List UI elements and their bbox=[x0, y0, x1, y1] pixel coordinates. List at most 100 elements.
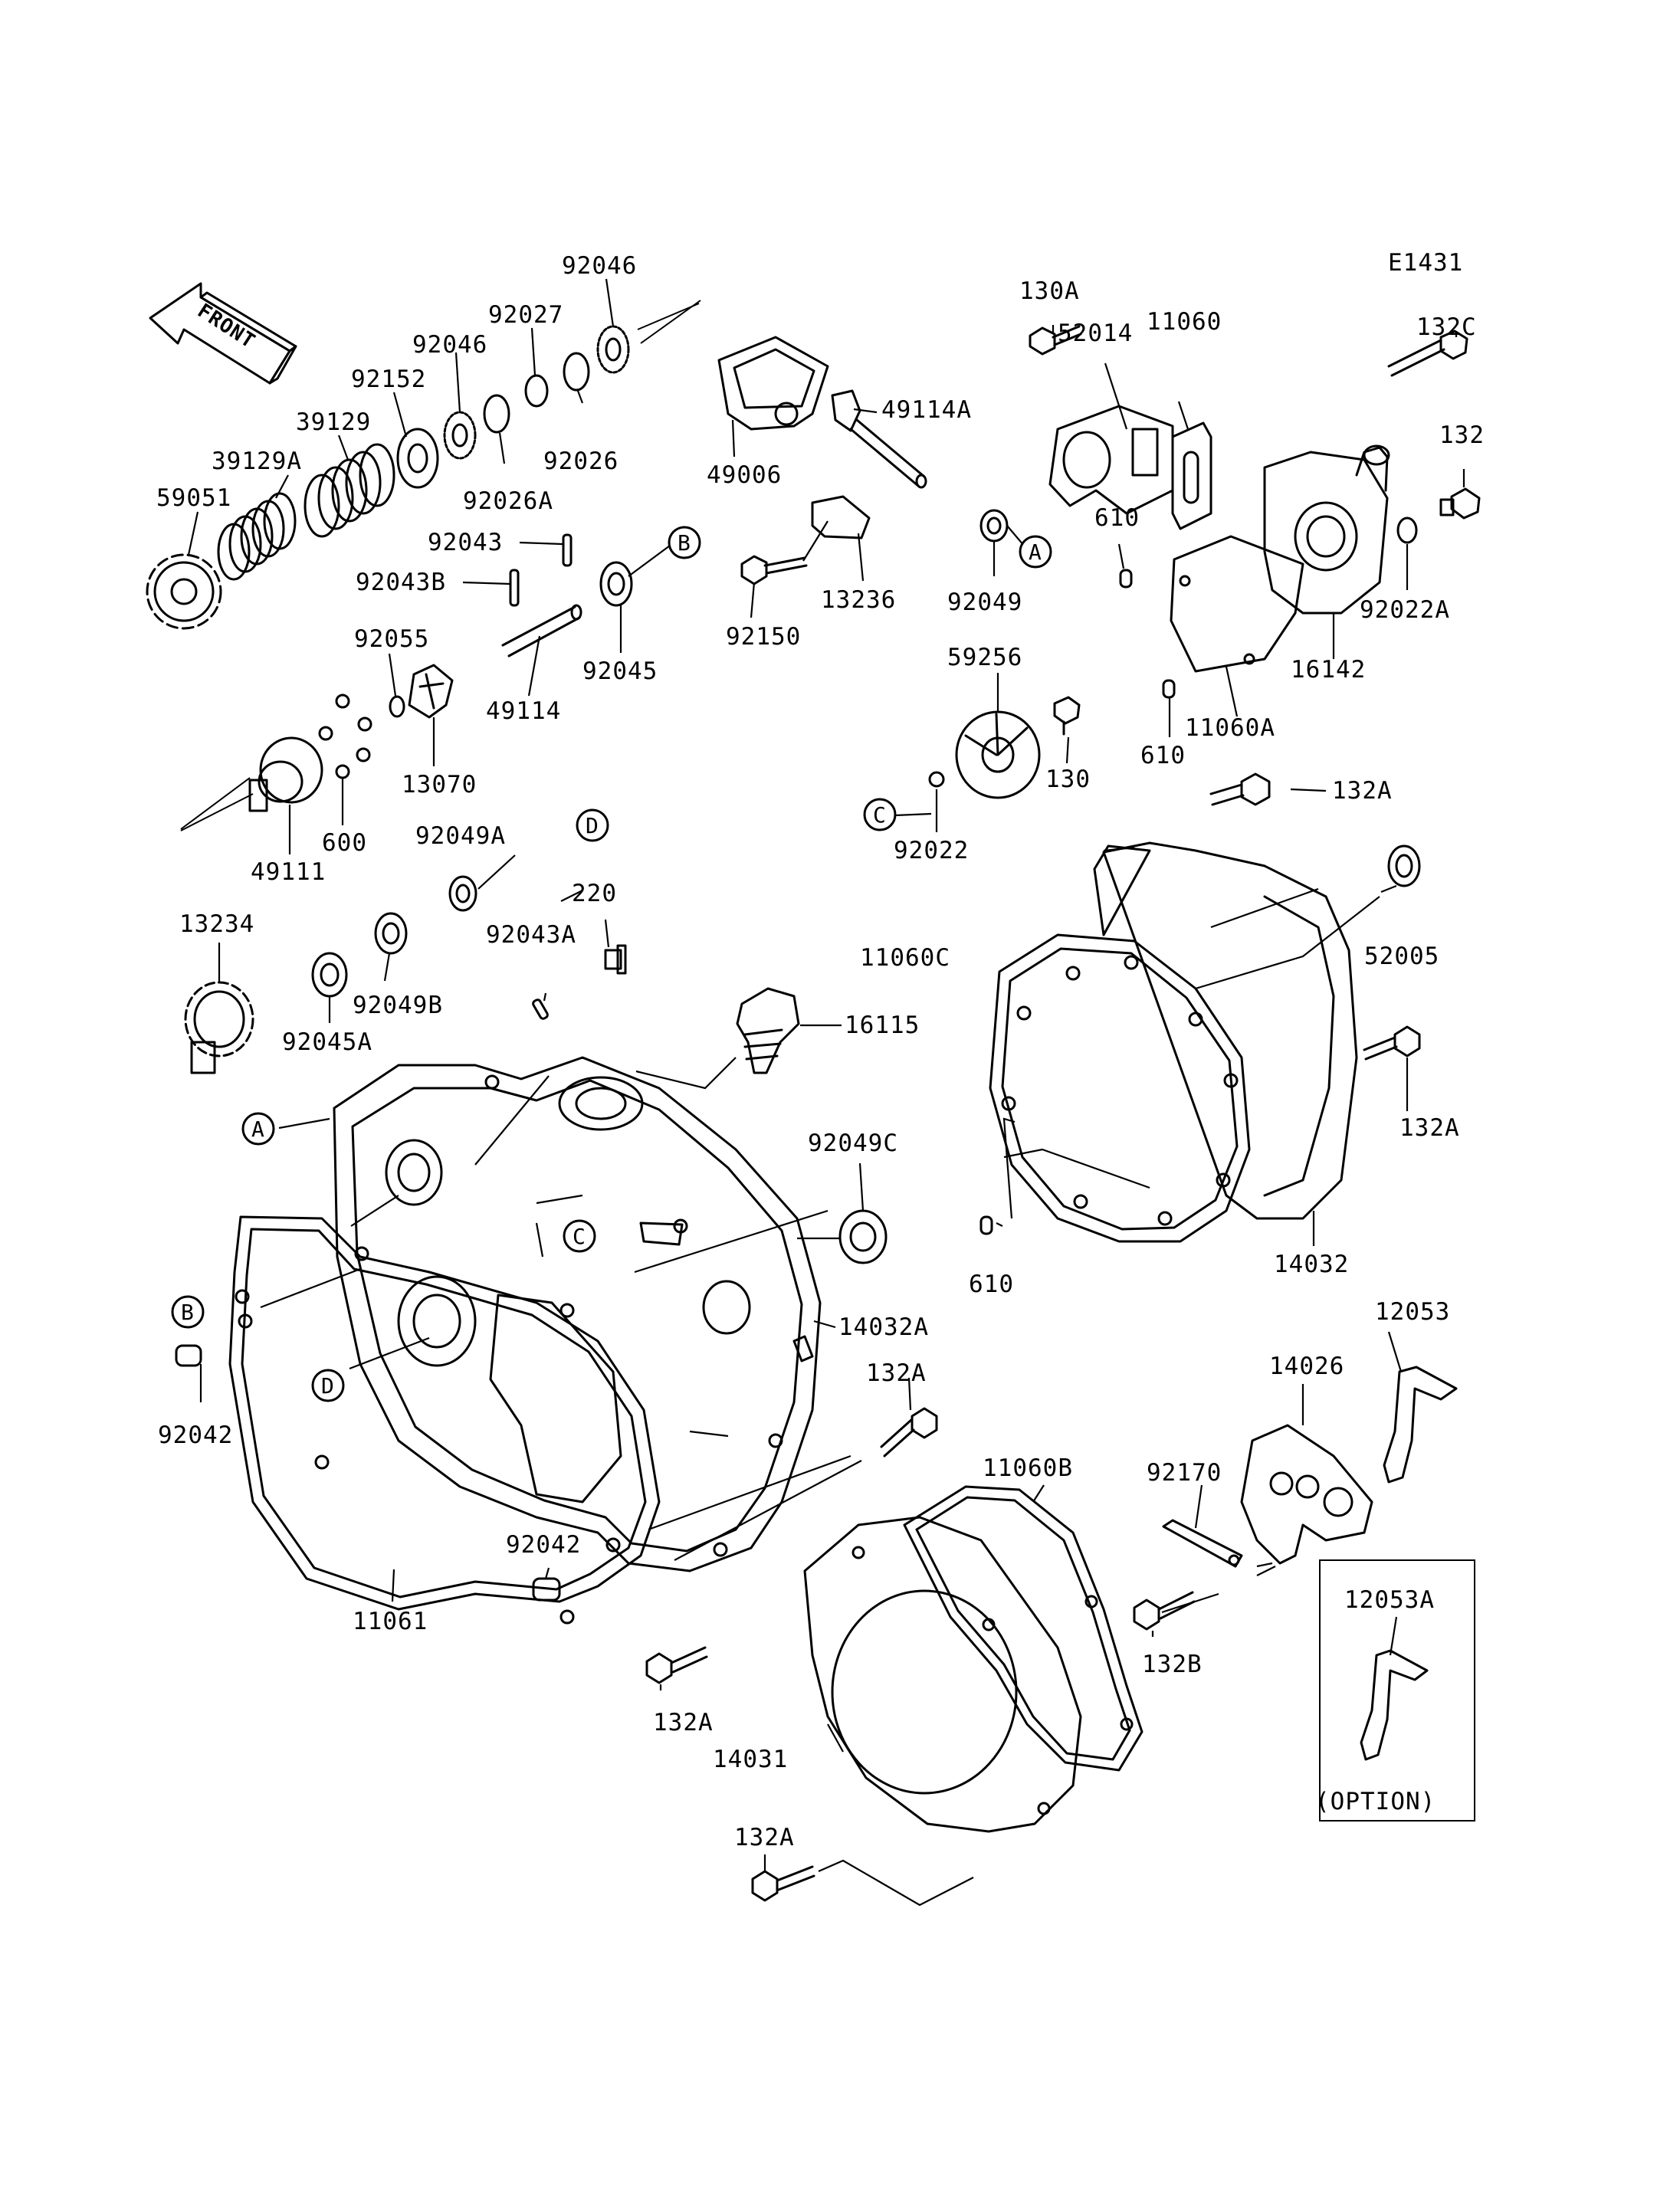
label-14026: 14026 bbox=[1269, 1353, 1344, 1380]
part-14031-generator-cover bbox=[803, 1516, 1082, 1833]
part-92026A-washer bbox=[483, 394, 510, 434]
label-132B: 132B bbox=[1142, 1651, 1203, 1678]
part-14026-bracket bbox=[1240, 1424, 1373, 1565]
label-92042-a: 92042 bbox=[158, 1421, 233, 1449]
ref-marker-A1: A bbox=[1019, 535, 1052, 569]
svg-text:D: D bbox=[586, 813, 599, 838]
label-92043B: 92043B bbox=[356, 569, 446, 596]
part-92049A-seal bbox=[448, 875, 477, 912]
part-16142-pump-cover bbox=[1263, 444, 1390, 615]
label-12053: 12053 bbox=[1375, 1298, 1450, 1326]
label-49006: 49006 bbox=[707, 461, 782, 489]
part-92043-pin bbox=[562, 533, 573, 567]
part-52014-elbow-pipe bbox=[1048, 405, 1174, 515]
label-610-b: 610 bbox=[1140, 742, 1186, 769]
part-92022A-washer bbox=[1396, 516, 1418, 544]
label-59051: 59051 bbox=[156, 484, 231, 512]
part-92055-ring bbox=[389, 695, 405, 718]
label-11061: 11061 bbox=[353, 1608, 428, 1635]
part-92045-bearing bbox=[599, 561, 633, 607]
part-39129A-spring bbox=[217, 492, 297, 581]
part-11060B-gasket bbox=[903, 1485, 1144, 1772]
part-11060-gasket bbox=[1171, 421, 1212, 530]
part-49114A-lever-shaft bbox=[831, 389, 927, 489]
label-92022A: 92022A bbox=[1360, 596, 1450, 624]
part-14032A-crankcase-cover bbox=[333, 1056, 822, 1572]
part-52005-seal bbox=[1387, 844, 1421, 887]
part-11060A-gasket bbox=[1170, 535, 1304, 673]
label-52005: 52005 bbox=[1364, 943, 1439, 970]
svg-text:C: C bbox=[573, 1224, 586, 1249]
ref-marker-D1: D bbox=[576, 808, 609, 842]
label-92027: 92027 bbox=[488, 301, 563, 329]
label-132A-5: 132A bbox=[734, 1824, 795, 1851]
part-92150-bolt bbox=[740, 555, 808, 585]
part-11060C-gasket bbox=[989, 933, 1251, 1243]
label-130: 130 bbox=[1045, 766, 1091, 793]
part-132C-bolt bbox=[1387, 330, 1468, 377]
label-92043: 92043 bbox=[428, 529, 503, 556]
label-49114: 49114 bbox=[486, 697, 561, 725]
label-39129A: 39129A bbox=[212, 448, 302, 475]
part-610-dowel-b bbox=[1162, 679, 1176, 699]
label-92026A: 92026A bbox=[463, 487, 553, 515]
part-92049-seal bbox=[979, 509, 1009, 543]
part-labels: 92046 92027 92046 92152 39129 39129A 590… bbox=[156, 252, 1485, 1851]
part-610-dowel-a bbox=[1119, 569, 1133, 589]
label-16115: 16115 bbox=[845, 1012, 920, 1039]
part-132A-bolt-3 bbox=[880, 1407, 938, 1458]
label-92045A: 92045A bbox=[282, 1028, 372, 1056]
part-92043A-pin bbox=[532, 998, 549, 1020]
part-12053A-lever bbox=[1360, 1649, 1429, 1761]
part-132A-bolt-2 bbox=[1363, 1025, 1421, 1061]
part-49114-shaft bbox=[501, 604, 582, 657]
ref-marker-A2: A bbox=[241, 1112, 275, 1146]
svg-text:B: B bbox=[678, 530, 691, 556]
label-92043A: 92043A bbox=[486, 921, 576, 949]
part-92046-top-bearing bbox=[596, 325, 630, 374]
part-13236-bracket bbox=[811, 495, 871, 539]
label-14032: 14032 bbox=[1274, 1251, 1349, 1278]
label-11060: 11060 bbox=[1147, 308, 1222, 336]
label-92150: 92150 bbox=[726, 623, 801, 651]
part-39129-spring bbox=[304, 443, 395, 538]
svg-text:D: D bbox=[321, 1373, 335, 1399]
label-16142: 16142 bbox=[1291, 656, 1366, 684]
diagram-code: E1431 bbox=[1388, 249, 1463, 277]
part-220-plug bbox=[604, 944, 627, 975]
label-92026: 92026 bbox=[543, 448, 619, 475]
label-13234: 13234 bbox=[179, 910, 254, 938]
label-39129: 39129 bbox=[296, 408, 371, 436]
part-92026-washer bbox=[563, 352, 590, 392]
part-132A-bolt-4 bbox=[645, 1646, 708, 1684]
label-11060B: 11060B bbox=[983, 1454, 1073, 1482]
label-132: 132 bbox=[1439, 421, 1485, 449]
part-14032-clutch-cover bbox=[1093, 841, 1358, 1220]
label-92049C: 92049C bbox=[808, 1130, 898, 1157]
front-arrow-icon: FRONT bbox=[149, 282, 297, 385]
part-130A-bolt bbox=[1029, 325, 1082, 356]
part-13234-gear bbox=[184, 981, 254, 1074]
label-132A-2: 132A bbox=[1399, 1114, 1460, 1142]
part-16115-dipstick bbox=[736, 987, 800, 1074]
label-92049: 92049 bbox=[947, 589, 1022, 616]
label-610-a: 610 bbox=[1094, 504, 1140, 532]
ref-marker-C2: C bbox=[563, 1219, 596, 1253]
label-14031: 14031 bbox=[713, 1746, 788, 1773]
label-132A-1: 132A bbox=[1332, 777, 1393, 805]
part-610-dowel-c bbox=[979, 1215, 993, 1235]
part-59256-impeller bbox=[955, 710, 1041, 799]
label-52014: 52014 bbox=[1058, 320, 1133, 347]
svg-text:B: B bbox=[181, 1300, 195, 1325]
option-caption: (OPTION) bbox=[1315, 1788, 1436, 1815]
label-11060C: 11060C bbox=[860, 944, 950, 972]
ref-marker-C1: C bbox=[863, 798, 897, 831]
label-92046-top: 92046 bbox=[562, 252, 637, 280]
label-49111: 49111 bbox=[251, 858, 326, 886]
label-92055: 92055 bbox=[354, 625, 429, 653]
label-92049B: 92049B bbox=[353, 992, 443, 1019]
part-92027-clip bbox=[524, 374, 549, 408]
part-92043B-pin bbox=[509, 569, 520, 607]
part-11061-gasket bbox=[228, 1215, 661, 1625]
label-92170: 92170 bbox=[1147, 1459, 1222, 1487]
